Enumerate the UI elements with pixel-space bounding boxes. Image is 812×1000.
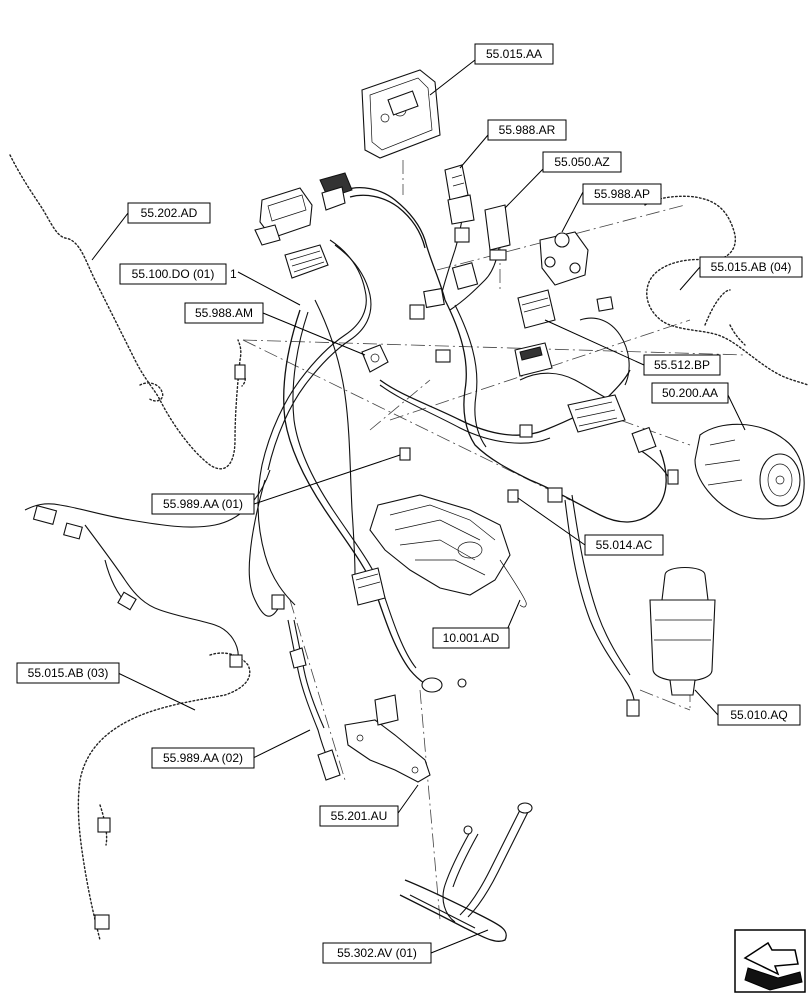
inline-fuse-box xyxy=(351,567,386,606)
svg-text:55.988.AP: 55.988.AP xyxy=(594,187,650,201)
callout-55-050-AZ: 55.050.AZ xyxy=(542,151,622,173)
engine-control-unit xyxy=(361,69,441,159)
fuel-filter-55-010-AQ xyxy=(626,566,716,717)
callout-55-201-AU: 55.201.AU xyxy=(319,805,399,827)
svg-text:55.988.AM: 55.988.AM xyxy=(195,306,253,320)
harness-main-connector xyxy=(519,394,657,454)
harness-connector-block xyxy=(254,172,353,279)
components xyxy=(32,69,805,942)
callout-55-989-AA-01: 55.989.AA (01) xyxy=(151,493,255,515)
arrow-left-icon[interactable] xyxy=(734,929,806,993)
bracket-55-201-AU xyxy=(344,694,431,783)
svg-text:50.200.AA: 50.200.AA xyxy=(662,386,718,400)
callout-55-015-AB-04: 55.015.AB (04) xyxy=(699,256,803,278)
svg-text:55.050.AZ: 55.050.AZ xyxy=(554,155,609,169)
valve-block-55-988-AP xyxy=(539,231,589,286)
callout-55-988-AP: 55.988.AP xyxy=(582,183,662,205)
svg-text:55.989.AA (02): 55.989.AA (02) xyxy=(163,751,243,765)
callout-10-001-AD: 10.001.AD xyxy=(432,627,510,649)
svg-text:55.010.AQ: 55.010.AQ xyxy=(730,708,787,722)
sensor-55-014-AC xyxy=(507,487,563,503)
callout-55-202-AD: 55.202.AD xyxy=(127,202,211,224)
callout-55-512-BP: 55.512.BP xyxy=(643,354,721,376)
svg-text:55.015.AB (03): 55.015.AB (03) xyxy=(28,666,109,680)
main-harness xyxy=(24,187,671,766)
svg-text:55.201.AU: 55.201.AU xyxy=(331,809,388,823)
sensor-55-050-AZ xyxy=(484,204,511,261)
left-connectors xyxy=(32,364,411,930)
callout-50-200-AA: 50.200.AA xyxy=(651,382,729,404)
callout-55-010-AQ: 55.010.AQ xyxy=(717,704,801,726)
connector-55-988-AM xyxy=(361,344,389,373)
svg-text:55.014.AC: 55.014.AC xyxy=(596,538,653,552)
callout-55-100-DO-01: 55.100.DO (01) 1 xyxy=(119,263,237,285)
item-number: 1 xyxy=(230,267,237,281)
svg-text:55.989.AA (01): 55.989.AA (01) xyxy=(163,497,243,511)
callout-55-014-AC: 55.014.AC xyxy=(584,534,664,556)
svg-text:55.015.AA: 55.015.AA xyxy=(486,47,542,61)
callout-55-015-AA: 55.015.AA xyxy=(474,43,554,65)
ground-terminal xyxy=(421,677,467,693)
ac-compressor-50-200-AA xyxy=(667,423,805,520)
fuse-box-55-512-BP xyxy=(514,289,556,377)
svg-text:55.302.AV (01): 55.302.AV (01) xyxy=(337,946,417,960)
callout-55-988-AR: 55.988.AR xyxy=(487,119,567,141)
cable-bundle-55-302-AV xyxy=(399,802,533,942)
callout-55-989-AA-02: 55.989.AA (02) xyxy=(151,747,255,769)
small-connectors xyxy=(409,262,614,363)
leader-lines xyxy=(91,59,746,954)
engine-block-10-001-AD xyxy=(369,494,527,608)
callout-55-015-AB-03: 55.015.AB (03) xyxy=(16,662,120,684)
reference-lines xyxy=(242,160,746,921)
svg-text:10.001.AD: 10.001.AD xyxy=(443,631,500,645)
callout-55-988-AM: 55.988.AM xyxy=(184,302,264,324)
connector-55-988-AR xyxy=(444,164,475,243)
svg-text:55.512.BP: 55.512.BP xyxy=(654,358,710,372)
svg-text:55.988.AR: 55.988.AR xyxy=(499,123,556,137)
svg-text:55.015.AB (04): 55.015.AB (04) xyxy=(711,260,792,274)
svg-text:55.100.DO (01): 55.100.DO (01) xyxy=(132,267,215,281)
sensor-55-989-AA-02 xyxy=(289,647,341,781)
svg-text:55.202.AD: 55.202.AD xyxy=(141,206,198,220)
optional-harnesses xyxy=(9,154,809,941)
callout-55-302-AV-01: 55.302.AV (01) xyxy=(322,942,432,964)
